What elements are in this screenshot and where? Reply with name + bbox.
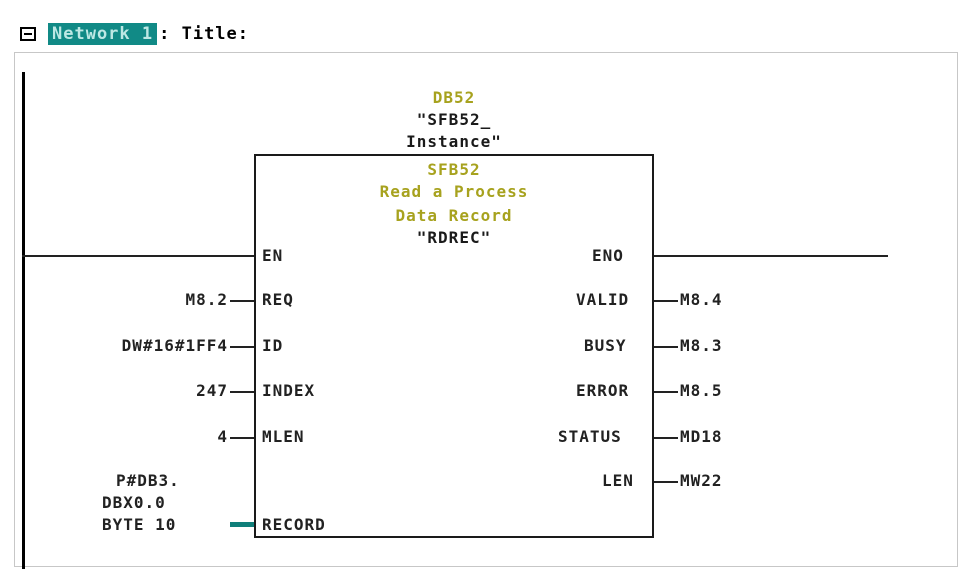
description-line2: Data Record [395, 206, 513, 225]
operand-record-line1[interactable]: P#DB3. [116, 471, 180, 490]
instance-db-label: DB52 [432, 88, 476, 107]
instance-name-line2: Instance" [406, 132, 502, 151]
pin-valid: VALID [576, 290, 630, 309]
operand-error[interactable]: M8.5 [680, 381, 723, 400]
en-wire [22, 255, 254, 257]
operand-index[interactable]: 247 [196, 381, 228, 400]
eno-wire [654, 255, 888, 257]
network-title-label[interactable]: : Title: [159, 24, 250, 44]
len-stub [654, 481, 678, 483]
pin-index: INDEX [262, 381, 316, 400]
function-block-box[interactable] [254, 154, 654, 538]
pin-req: REQ [262, 290, 294, 309]
operand-busy[interactable]: M8.3 [680, 336, 723, 355]
index-stub [230, 391, 254, 393]
operand-status[interactable]: MD18 [680, 427, 723, 446]
fb-number-label: SFB52 [427, 160, 481, 179]
pin-status: STATUS [558, 427, 622, 446]
mlen-stub [230, 437, 254, 439]
instance-name-line1: "SFB52_ [416, 110, 492, 129]
power-rail [22, 72, 25, 569]
pin-record: RECORD [262, 515, 326, 534]
busy-stub [654, 346, 678, 348]
valid-stub [654, 300, 678, 302]
operand-record-line2[interactable]: DBX0.0 [102, 493, 166, 512]
operand-len[interactable]: MW22 [680, 471, 723, 490]
symbol-label: "RDREC" [416, 228, 492, 247]
network-label[interactable]: Network 1 [48, 23, 158, 45]
operand-valid[interactable]: M8.4 [680, 290, 723, 309]
pin-error: ERROR [576, 381, 630, 400]
status-stub [654, 437, 678, 439]
network-header: Network 1 : Title: [20, 20, 249, 48]
pin-busy: BUSY [584, 336, 627, 355]
record-stub [230, 522, 254, 527]
operand-mlen[interactable]: 4 [217, 427, 228, 446]
operand-req[interactable]: M8.2 [185, 290, 228, 309]
collapse-toggle-icon[interactable] [20, 27, 36, 41]
description-line1: Read a Process [379, 182, 529, 201]
req-stub [230, 300, 254, 302]
pin-eno: ENO [592, 246, 624, 265]
error-stub [654, 391, 678, 393]
pin-id: ID [262, 336, 284, 355]
operand-id[interactable]: DW#16#1FF4 [121, 336, 228, 355]
pin-len: LEN [602, 471, 634, 490]
pin-mlen: MLEN [262, 427, 305, 446]
id-stub [230, 346, 254, 348]
operand-record-line3[interactable]: BYTE 10 [102, 515, 177, 534]
pin-en: EN [262, 246, 284, 265]
